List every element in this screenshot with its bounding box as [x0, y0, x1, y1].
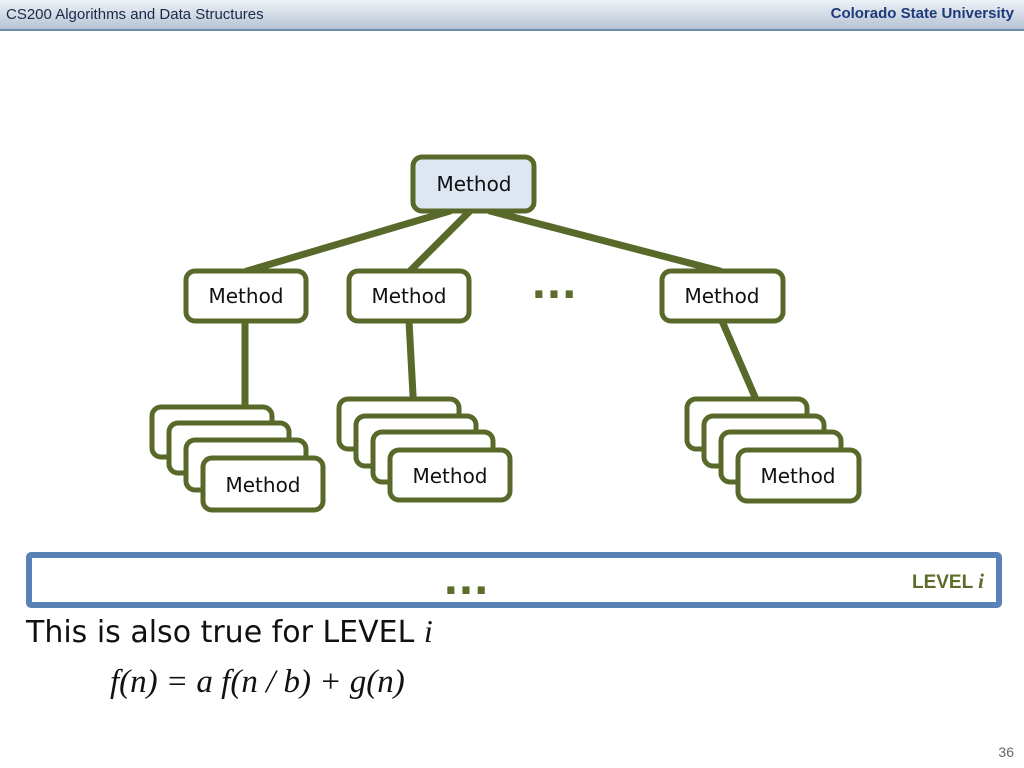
- edge-root-child1: [243, 207, 454, 275]
- leaf-stack-2: [336, 396, 513, 503]
- statement-body: This is also true for LEVEL: [26, 615, 415, 650]
- leaf-stack-3: [684, 396, 862, 504]
- page-number: 36: [998, 744, 1014, 760]
- child-node-2-label: Method: [371, 284, 446, 308]
- leaf-stack-1: [149, 404, 326, 513]
- child-node-2: Method: [346, 268, 472, 324]
- level-i-bar: ... LEVEL i: [26, 552, 1002, 608]
- child-node-3-label: Method: [684, 284, 759, 308]
- course-title: CS200 Algorithms and Data Structures: [6, 6, 264, 23]
- statement-variable: i: [423, 613, 433, 649]
- level-ellipsis: ...: [443, 558, 489, 604]
- child-node-1: Method: [183, 268, 309, 324]
- recurrence-formula: f(n) = a f(n / b) + g(n): [110, 664, 405, 700]
- leaf-stack-3-label: Method: [760, 464, 835, 488]
- root-node: Method: [410, 154, 537, 214]
- level-i-label: LEVEL i: [912, 569, 984, 593]
- root-node-label: Method: [436, 172, 511, 196]
- leaf-stack-1-label: Method: [225, 473, 300, 497]
- leaf-stack-2-label: Method: [412, 464, 487, 488]
- university-name: Colorado State University: [830, 5, 1014, 22]
- child-node-1-label: Method: [208, 284, 283, 308]
- statement-text: This is also true for LEVEL i: [26, 613, 433, 650]
- slide-header: CS200 Algorithms and Data Structures Col…: [0, 0, 1024, 31]
- child-node-3: Method: [659, 268, 786, 324]
- sibling-ellipsis: ...: [531, 262, 577, 308]
- edge-root-child3: [486, 207, 724, 275]
- edge-root-child2: [406, 207, 474, 275]
